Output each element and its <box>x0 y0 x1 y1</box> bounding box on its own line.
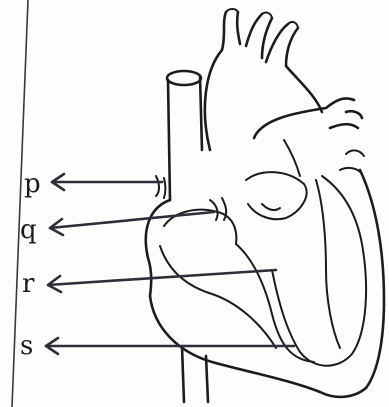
label-r: r <box>22 269 35 299</box>
right-atrium-wall <box>146 200 170 296</box>
right-ventricle-wall <box>160 246 276 348</box>
valve-p-marking <box>156 176 166 198</box>
label-s: s <box>20 331 33 361</box>
arrow-p <box>52 174 162 190</box>
atrium-junction-line <box>284 140 300 176</box>
pulmonary-artery <box>254 98 362 138</box>
left-ventricle-inner-wall <box>316 180 340 348</box>
valve-q-marking <box>210 198 226 220</box>
interventricular-septum <box>236 244 314 362</box>
left-ventricle-chamber <box>272 176 366 366</box>
arrow-q <box>50 212 214 235</box>
heart-outline <box>146 9 384 402</box>
superior-vena-cava <box>168 76 202 200</box>
aorta-arch <box>205 12 322 150</box>
label-p: p <box>24 169 41 199</box>
chordae-marking <box>262 204 280 210</box>
left-atrium-chamber <box>246 172 307 219</box>
arrow-r <box>48 270 276 292</box>
vena-cava-opening <box>167 71 201 85</box>
arrow-s <box>46 338 294 354</box>
heart-outer-contour <box>150 170 384 397</box>
label-q: q <box>20 215 37 245</box>
